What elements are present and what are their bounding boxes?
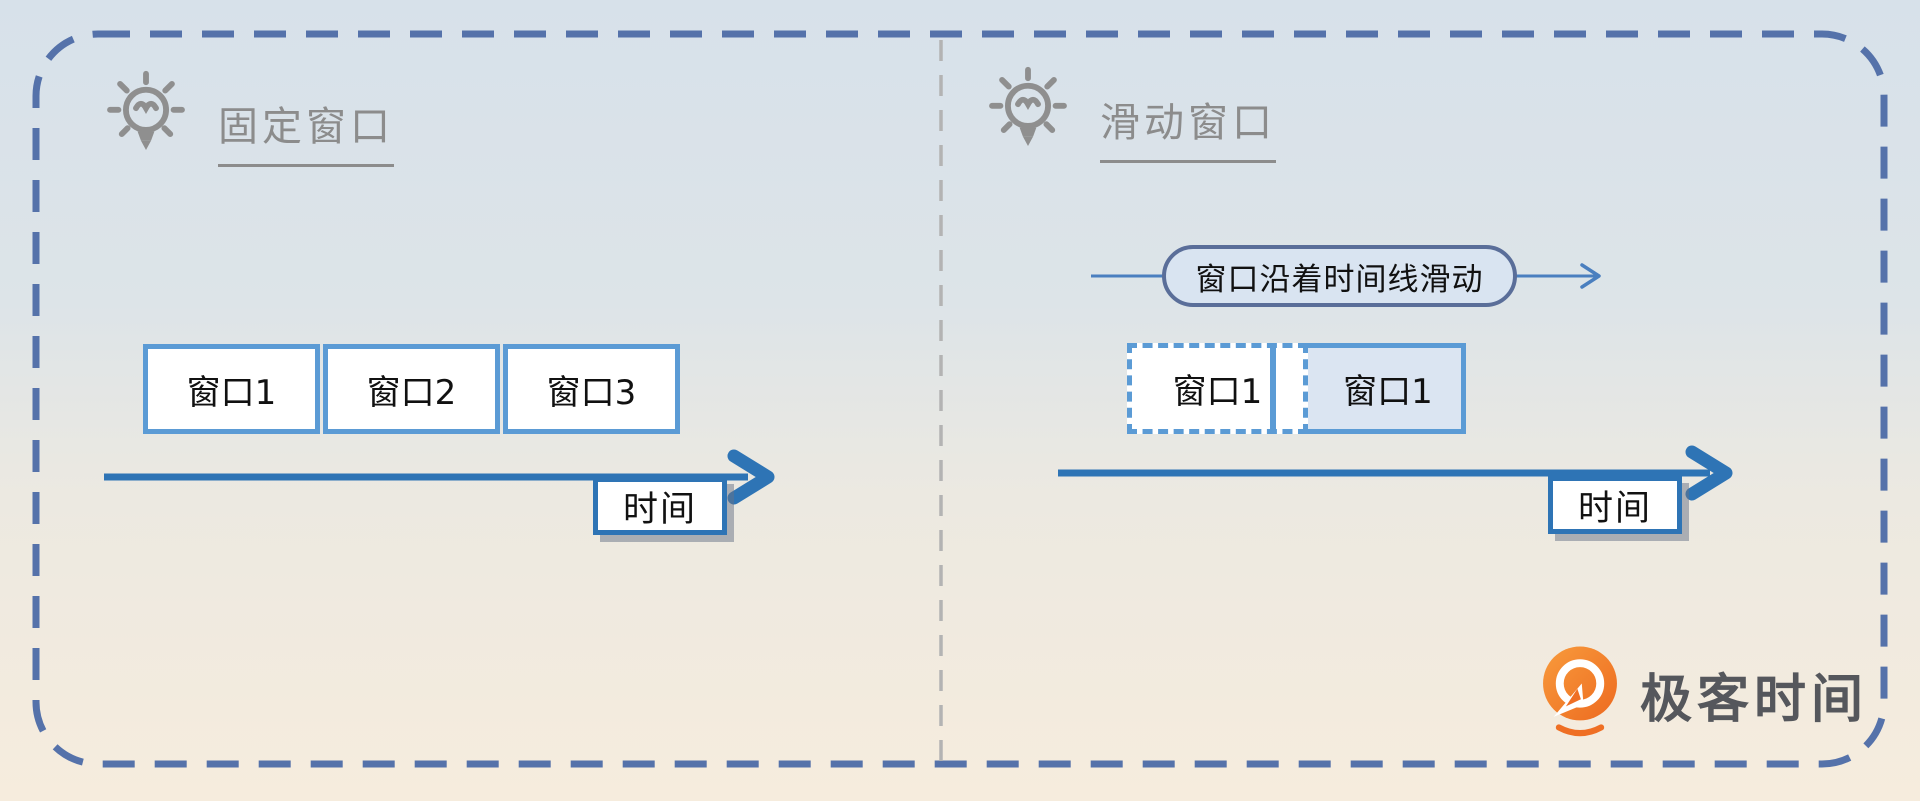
geektime-logo-icon (1543, 646, 1617, 737)
fixed-window-title: 固定窗口 (218, 94, 394, 167)
slide-note-pill: 窗口沿着时间线滑动 (1162, 245, 1517, 307)
small-arrowhead-icon (1580, 263, 1601, 289)
lightbulb-icon (989, 66, 1067, 146)
geektime-logo-text: 极客时间 (1640, 669, 1869, 730)
geektime-brand: 极客时间 (1536, 644, 1868, 744)
fixed-windows-row: 窗口1 窗口2 窗口3 (143, 344, 680, 434)
left-time-label: 时间 (593, 477, 727, 535)
lightbulb-icon (107, 70, 185, 150)
right-time-label: 时间 (1548, 476, 1682, 534)
sliding-window-dashed-box: 窗口1 (1127, 343, 1308, 434)
right-timeline-arrow (1058, 445, 1733, 501)
fixed-window-box-3: 窗口3 (503, 344, 680, 434)
right-arrowhead-icon (1685, 445, 1733, 501)
left-arrowhead-icon (727, 449, 775, 505)
fixed-window-box-1: 窗口1 (143, 344, 320, 434)
fixed-window-header: 固定窗口 (104, 68, 394, 167)
fixed-window-box-2: 窗口2 (323, 344, 500, 434)
sliding-window-title: 滑动窗口 (1100, 90, 1276, 163)
outer-dashed-border (32, 30, 1888, 768)
sliding-window-header: 滑动窗口 (986, 64, 1276, 163)
sliding-window-left-edge-line (1270, 343, 1276, 434)
